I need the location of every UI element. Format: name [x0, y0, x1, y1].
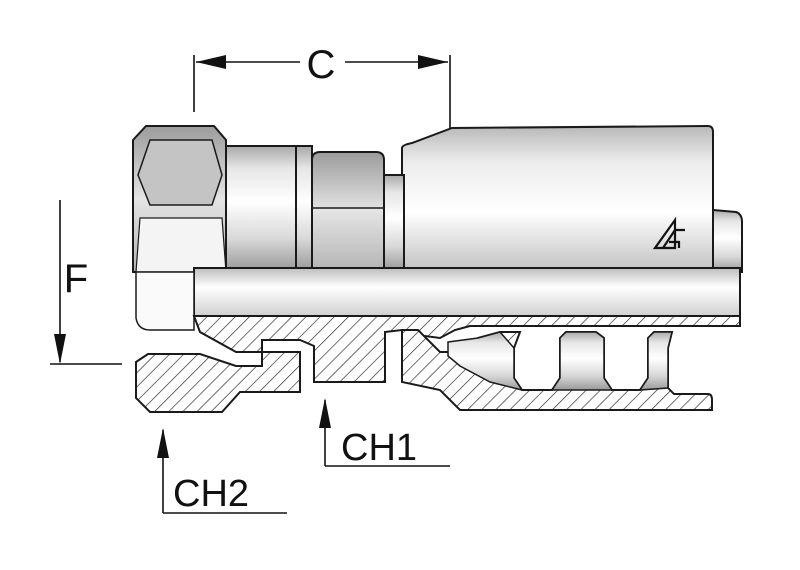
- nipple-neck: [384, 175, 404, 270]
- nipple-tube: [194, 268, 740, 316]
- dimension-c-label: C: [307, 43, 336, 87]
- dimension-ch1: CH1: [319, 398, 450, 469]
- hose-stub: [713, 210, 742, 272]
- swivel-nut-section: [136, 352, 300, 412]
- swivel-nut-ring: [296, 146, 312, 270]
- swivel-nut-collar: [222, 146, 301, 270]
- large-hex-lower-face: [136, 218, 226, 272]
- dimension-c: C: [194, 43, 450, 128]
- large-hex-face: [138, 140, 222, 205]
- dimension-ch2: CH2: [157, 428, 287, 515]
- dimension-f: F: [50, 200, 122, 364]
- dimension-f-label: F: [64, 257, 88, 301]
- dimension-ch2-label: CH2: [173, 473, 249, 515]
- nut-inner-bore: [136, 272, 194, 330]
- dimension-ch1-label: CH1: [341, 427, 417, 469]
- small-hex-nut: [312, 152, 384, 270]
